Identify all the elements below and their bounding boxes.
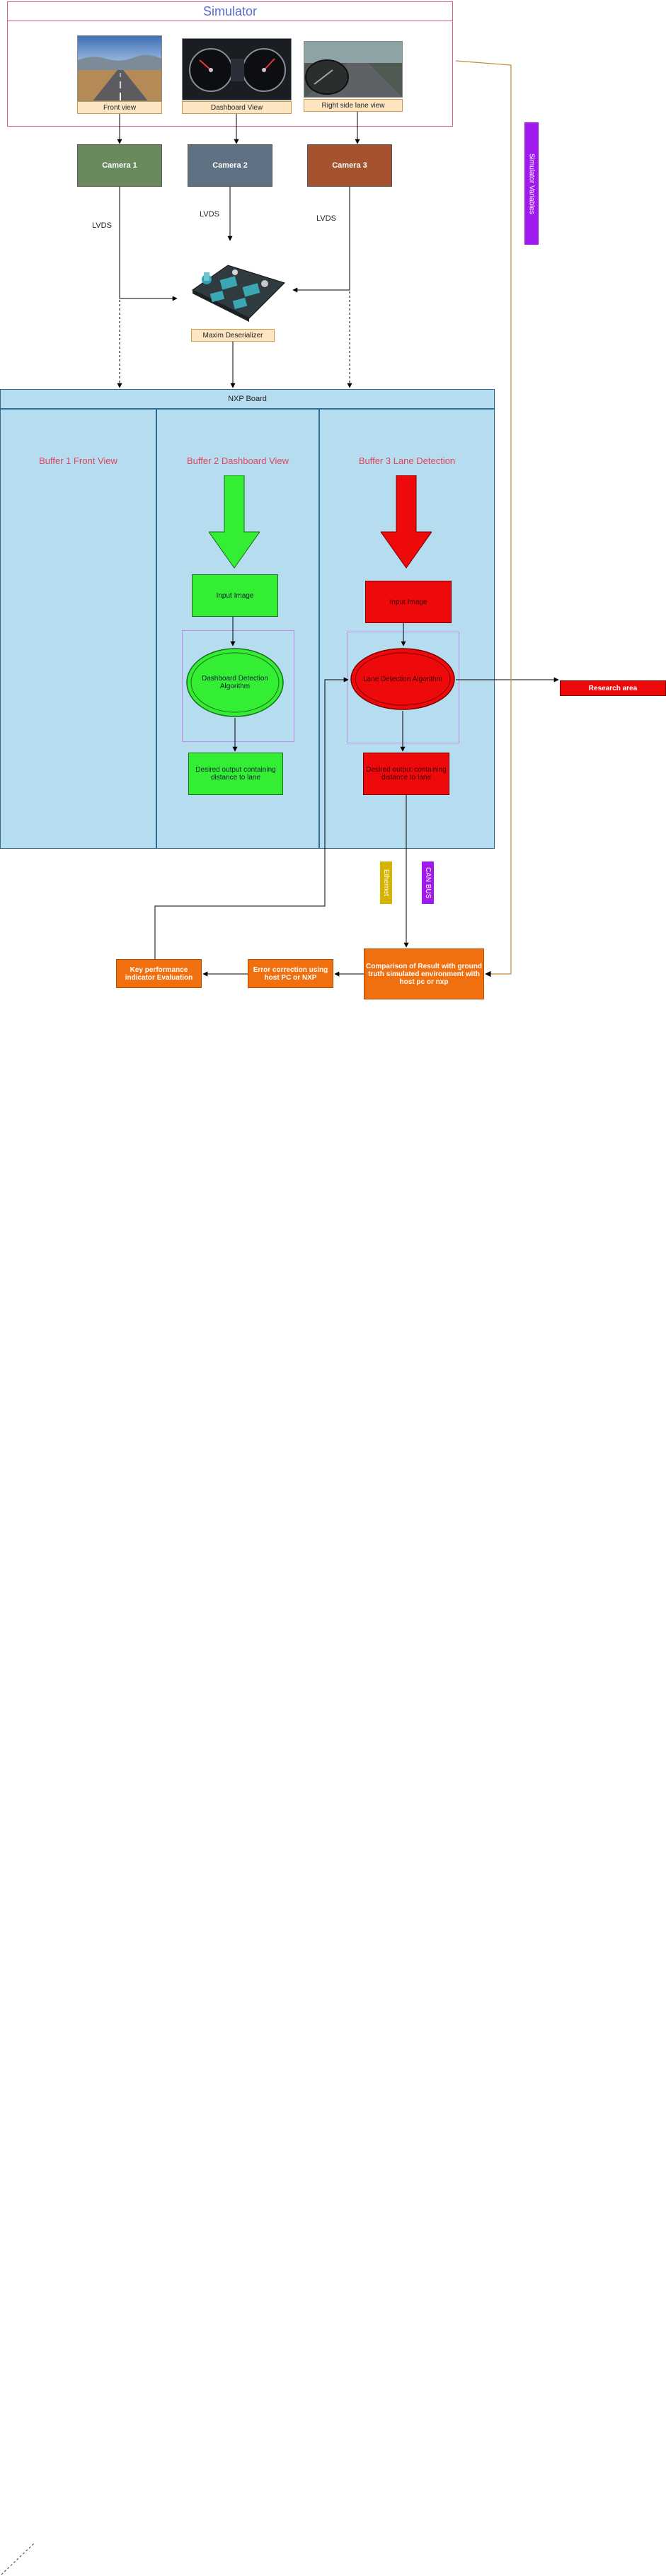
lvds-label-2: LVDS [200, 210, 219, 219]
lvds-label-1: LVDS [92, 221, 112, 230]
lane-flow-arrow [380, 475, 432, 569]
lane-algorithm-label: Lane Detection Algorithm [363, 675, 442, 683]
dashboard-view-caption: Dashboard View [182, 101, 292, 114]
buffer-2-title: Buffer 2 Dashboard View [186, 456, 289, 466]
dashboard-output-box: Desired output containing distance to la… [188, 753, 283, 795]
dashboard-input-image-box: Input Image [192, 574, 278, 617]
lane-algorithm-ellipse [350, 647, 456, 711]
lvds-label-3: LVDS [316, 214, 336, 223]
right-side-view-image [304, 41, 403, 98]
comparison-box: Comparison of Result with ground truth s… [364, 948, 484, 999]
dashboard-algorithm-label: Dashboard Detection Algorithm [202, 675, 268, 690]
camera-3-box: Camera 3 [307, 144, 392, 187]
deserializer-board-image [185, 251, 290, 324]
simulator-title: Simulator [7, 1, 453, 21]
nxp-board-header: NXP Board [0, 389, 495, 409]
camera-1-box: Camera 1 [77, 144, 162, 187]
front-view-image [77, 35, 162, 101]
front-view-caption: Front view [77, 101, 162, 114]
lane-input-image-box: Input Image [365, 581, 452, 623]
error-correction-box: Error correction using host PC or NXP [248, 959, 333, 988]
right-side-view-caption: Right side lane view [304, 99, 403, 112]
buffer-1-title: Buffer 1 Front View [39, 456, 117, 466]
ethernet-label: Ethernet [380, 861, 392, 904]
dashboard-view-image [182, 38, 292, 100]
can-bus-label: CAN BUS [422, 861, 434, 904]
lane-output-box: Desired output containing distance to la… [363, 753, 449, 795]
kpi-box: Key performance indicator Evaluation [116, 959, 202, 988]
simulator-variables-label: Simulator Variables [524, 122, 539, 245]
buffer-1-column [0, 409, 156, 849]
buffer-3-title: Buffer 3 Lane Detection [358, 456, 456, 466]
dashboard-flow-arrow [208, 475, 260, 569]
deserializer-label: Maxim Deserializer [191, 329, 275, 342]
research-area-box: Research area [560, 680, 666, 696]
camera-2-box: Camera 2 [188, 144, 272, 187]
